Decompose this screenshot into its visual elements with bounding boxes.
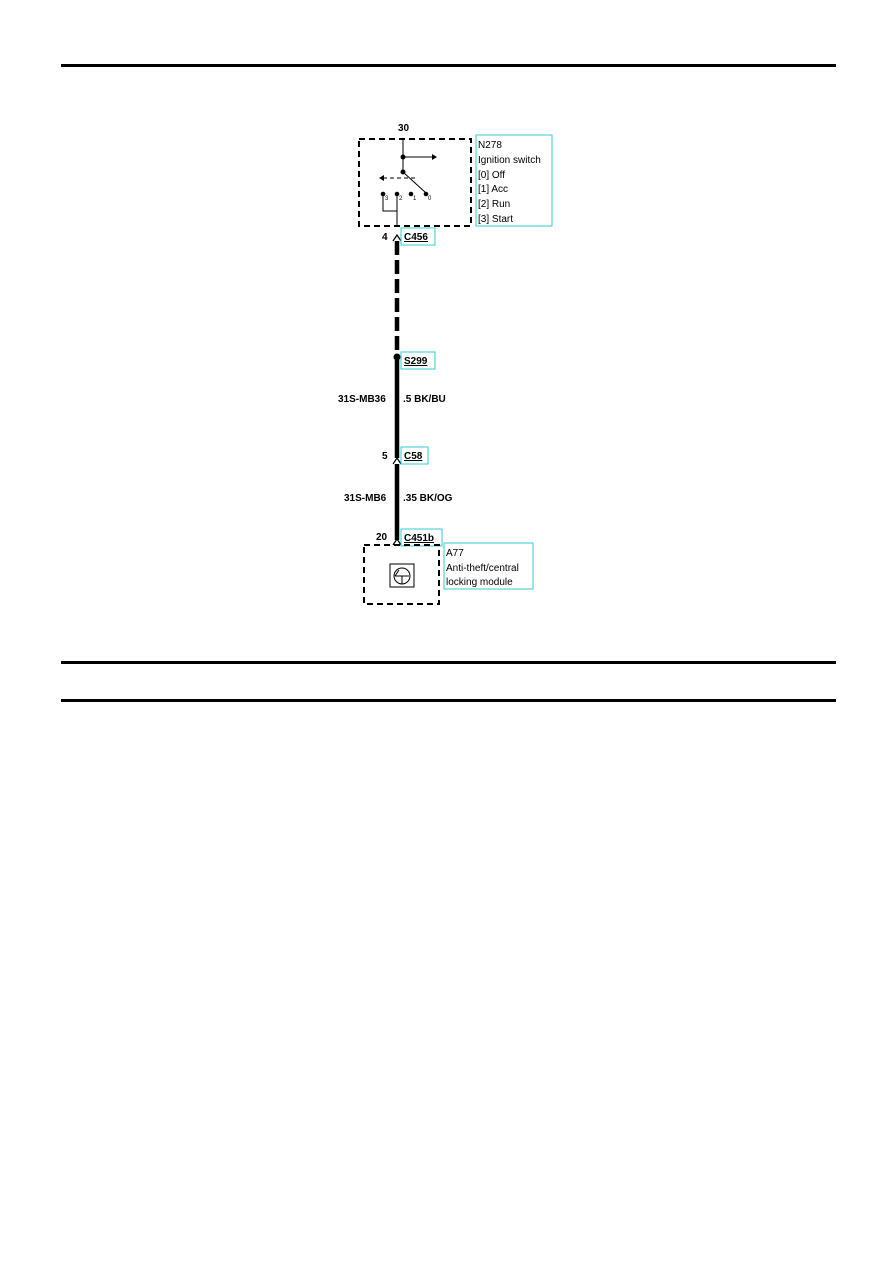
c58-label-box	[400, 446, 429, 465]
module-boundary	[363, 544, 440, 605]
c451b-symbol	[392, 537, 402, 546]
position-run: [2] Run	[478, 199, 510, 210]
wire-upper-spec: .5 BK/BU	[403, 394, 446, 405]
contact-label-1: 1	[413, 196, 417, 202]
wire-upper-circuit: 31S-MB36	[338, 394, 386, 405]
module-name-line1: Anti-theft/central	[446, 563, 519, 574]
c456-symbol	[392, 233, 402, 242]
ignition-pin-30: 30	[398, 123, 410, 134]
ignition-switch: 30 3 2 1 0 N278 Ignition switch [0] Off …	[358, 123, 553, 227]
module-name-line2: locking module	[446, 577, 513, 588]
position-off: [0] Off	[478, 170, 505, 181]
bottom-rule	[61, 699, 836, 702]
ignition-switch-ref: N278	[478, 140, 502, 151]
position-acc: [1] Acc	[478, 184, 508, 195]
splice-s299: S299	[393, 351, 436, 370]
c451b-label-box	[400, 528, 443, 547]
wire-lower-spec: .35 BK/OG	[403, 493, 453, 504]
connector-c58: 5 C58	[382, 446, 429, 465]
middle-rule	[61, 661, 836, 664]
transistor-icon	[393, 567, 411, 585]
top-rule	[61, 64, 836, 67]
s299-name: S299	[404, 356, 428, 367]
connector-c456: 4 C456	[382, 227, 436, 246]
contact-label-2: 2	[399, 196, 403, 202]
ignition-switch-boundary	[358, 138, 472, 227]
c58-name: C58	[404, 451, 423, 462]
module-label-box	[443, 542, 534, 590]
c451b-name: C451b	[404, 533, 434, 544]
c451b-pin: 20	[376, 532, 388, 543]
wire-lower-circuit: 31S-MB6	[344, 493, 387, 504]
ignition-switch-symbol	[379, 139, 437, 226]
contact-label-3: 3	[385, 196, 389, 202]
c456-name: C456	[404, 232, 428, 243]
s299-label-box	[400, 351, 436, 370]
c456-pin: 4	[382, 232, 388, 243]
c58-symbol	[392, 456, 402, 465]
position-start: [3] Start	[478, 214, 513, 225]
ignition-switch-label-box	[475, 134, 553, 227]
module-symbol-box	[389, 563, 415, 588]
c456-label-box	[400, 227, 436, 246]
ignition-switch-name: Ignition switch	[478, 155, 541, 166]
module-ref: A77	[446, 548, 464, 559]
connector-c451b: 20 C451b	[376, 528, 443, 547]
contact-label-0: 0	[428, 196, 432, 202]
anti-theft-module: A77 Anti-theft/central locking module	[363, 542, 534, 605]
s299-dot	[393, 353, 401, 361]
c58-pin: 5	[382, 451, 388, 462]
